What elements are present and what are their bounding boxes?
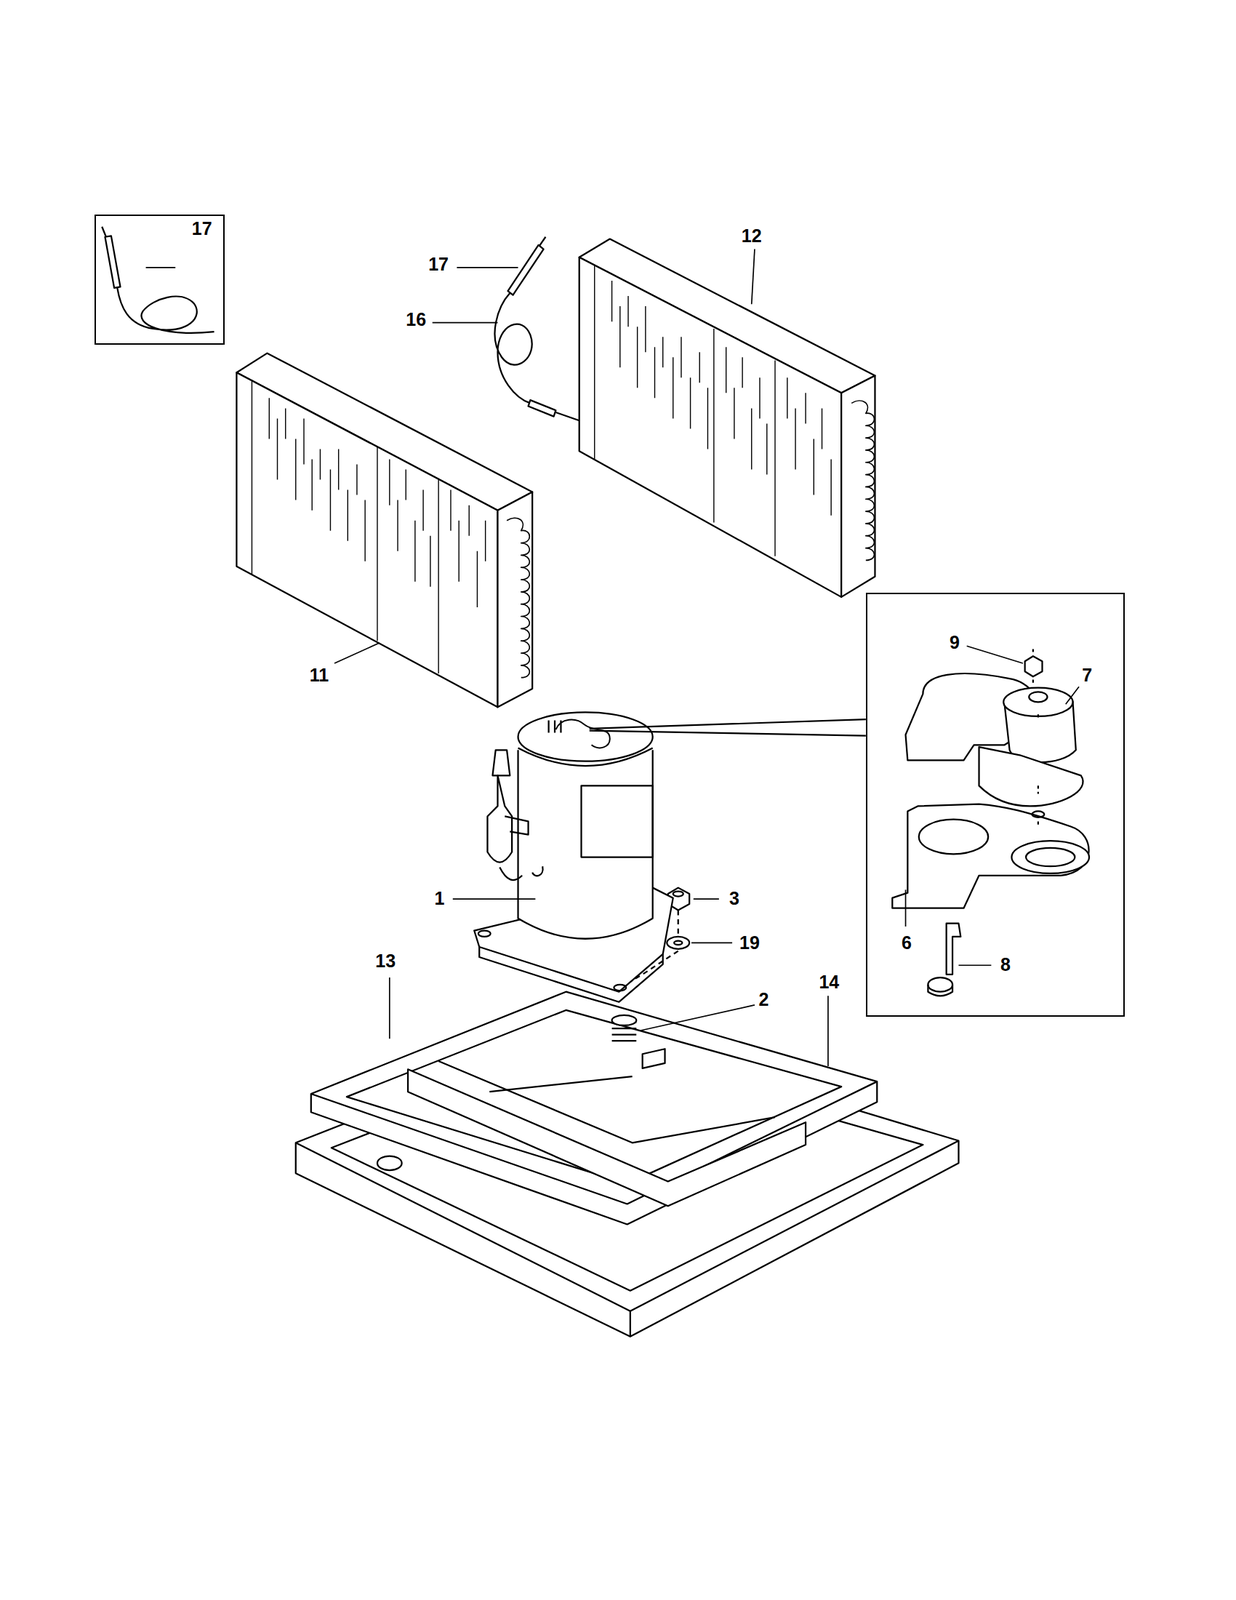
callout-number: 19	[739, 933, 760, 952]
callout-number: 11	[309, 665, 329, 685]
sensor-drawing	[495, 237, 580, 421]
callout-number: 14	[818, 972, 840, 991]
inset-parts-drawing	[892, 648, 1090, 996]
inset-leader	[589, 719, 866, 736]
compressor-drawing	[474, 711, 674, 1002]
leader-lines	[146, 249, 1079, 1067]
callout-number: 8	[1000, 955, 1011, 974]
coil-drawing	[579, 239, 876, 597]
coil-drawing	[236, 353, 533, 708]
callout-number: 1	[434, 889, 445, 908]
callout-number: 16	[405, 310, 427, 329]
callout-number: 6	[901, 933, 912, 952]
callout-number: 13	[375, 951, 396, 970]
callout-number: 17	[428, 255, 449, 274]
inset-box: 9 7 6 8	[865, 592, 1125, 1017]
callout-number: 3	[729, 889, 740, 908]
callout-number: 9	[949, 633, 960, 652]
callout-number: 7	[1081, 665, 1093, 685]
callout-number: 12	[741, 226, 762, 246]
base-pan-drawing	[295, 991, 959, 1337]
sensor-inset-drawing	[101, 226, 214, 333]
callout-number: 17	[191, 219, 213, 238]
callout-number: 2	[759, 990, 770, 1009]
inset-box: 17	[94, 214, 224, 346]
